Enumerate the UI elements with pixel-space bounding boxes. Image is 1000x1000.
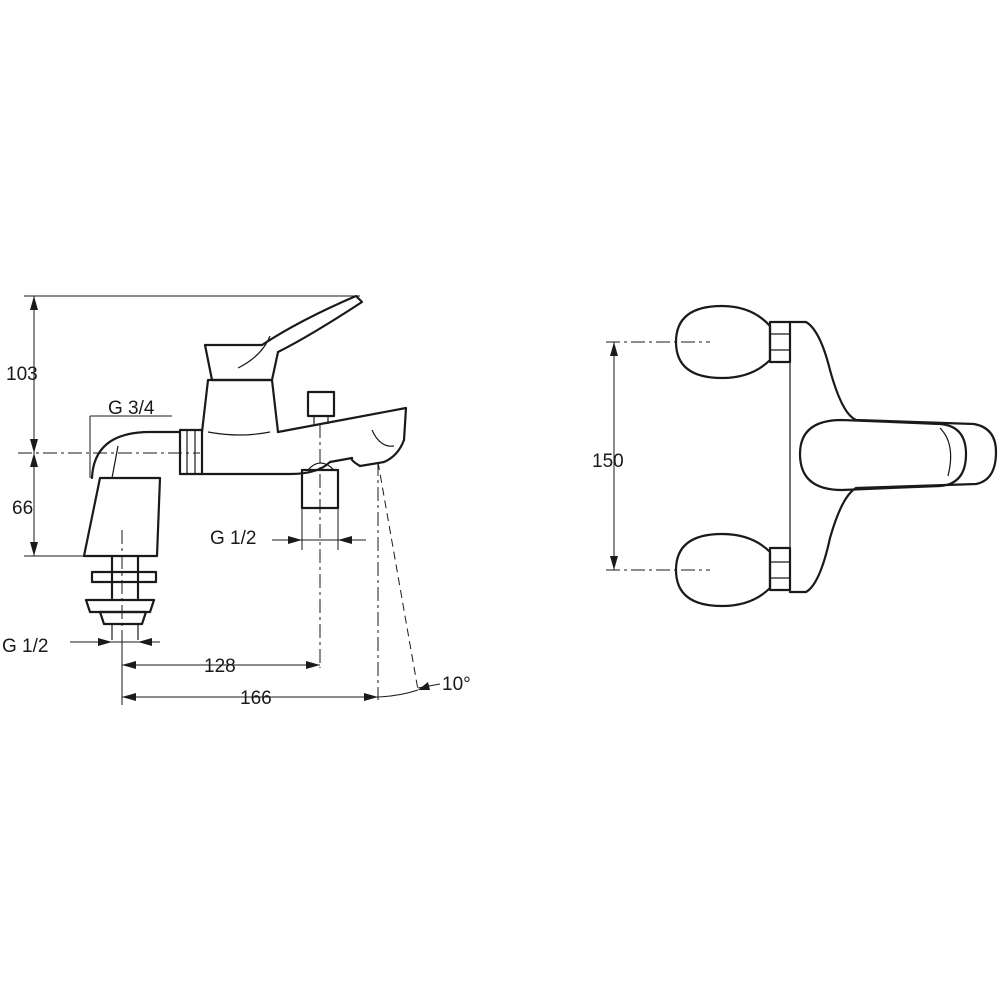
side-view: 103 66 G 3/4 G 1/2 G 1/2 128 166 10°: [2, 294, 471, 709]
dim-label-166: 166: [240, 688, 272, 709]
angle-label-spout: 10°: [442, 674, 471, 695]
spout-angle-line: [377, 461, 419, 691]
mixer-front-body: [788, 320, 998, 594]
thread-label-diverter: G 1/2: [210, 528, 256, 549]
mixer-body-outline: [82, 294, 408, 640]
dim-label-150: 150: [592, 451, 624, 472]
dim-label-103: 103: [6, 364, 38, 385]
thread-label-spout: G 3/4: [108, 398, 155, 419]
lever-head: [798, 418, 968, 492]
dim-label-66: 66: [12, 498, 33, 519]
dim-label-128: 128: [204, 656, 236, 677]
thread-label-inlet: G 1/2: [2, 636, 48, 657]
front-view: 150: [592, 304, 998, 608]
